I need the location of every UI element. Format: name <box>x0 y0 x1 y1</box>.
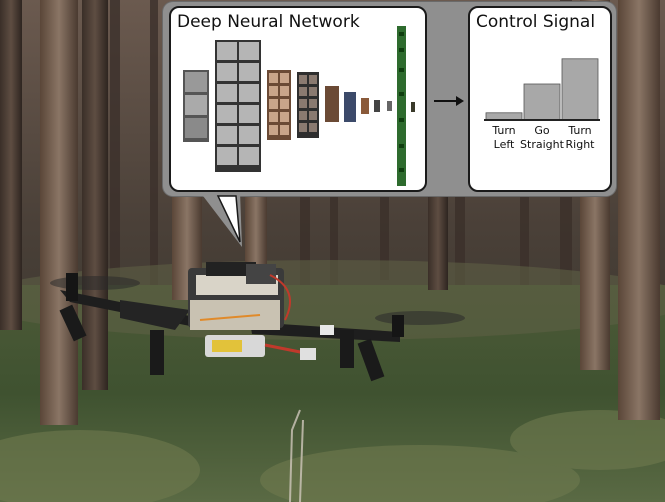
control-title: Control Signal <box>476 12 596 32</box>
tick-label: Left <box>494 138 515 151</box>
conv-layer-7 <box>374 100 380 112</box>
conv-layer-1 <box>215 40 261 172</box>
callout-pointer <box>200 192 242 247</box>
conv-layer-3 <box>297 72 319 138</box>
tick-label: Straight <box>520 138 565 151</box>
network-title: Deep Neural Network <box>177 12 360 32</box>
conv-layer-4 <box>325 86 339 122</box>
bar-go-straight <box>523 83 561 121</box>
conv-layer-6 <box>361 98 369 114</box>
arrow-icon <box>434 96 464 106</box>
tick-label: Right <box>566 138 596 151</box>
network-layers-diagram <box>183 26 415 186</box>
tick-label: Go <box>534 124 550 137</box>
conv-layer-2 <box>267 70 291 140</box>
conv-layer-8 <box>387 101 392 111</box>
fc-layer <box>397 26 406 186</box>
conv-layer-5 <box>344 92 356 122</box>
bar-turn-left <box>485 112 523 121</box>
bar-turn-right <box>561 58 599 121</box>
output-layer <box>411 102 415 112</box>
tick-label: Turn <box>491 124 515 137</box>
tick-label: Turn <box>567 124 591 137</box>
input-layer <box>183 70 209 142</box>
network-panel: Deep Neural Network <box>169 6 427 192</box>
drone <box>50 262 465 382</box>
